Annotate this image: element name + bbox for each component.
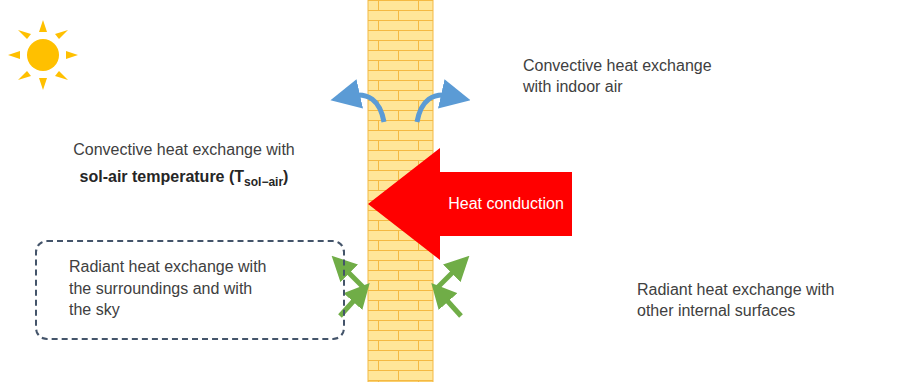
arrow-label: Heat conduction (447, 191, 565, 217)
dashed-box: Radiant heat exchange with the surroundi… (35, 240, 345, 340)
text-line: sol-air temperature (Tsol−air) (24, 163, 344, 190)
label-text-bold: ) (283, 168, 288, 185)
convection-arrow (417, 95, 451, 122)
radiation-arrow (443, 296, 461, 316)
indoor-convection-label: Convective heat exchange with indoor air (523, 56, 713, 98)
text-holder: Heat conduction (440, 172, 572, 236)
label-text: Convective heat exchange with (73, 141, 294, 158)
text-line: Convective heat exchange with (24, 136, 344, 163)
box-text: Radiant heat exchange with the surroundi… (69, 256, 269, 321)
radiation-arrow (437, 268, 457, 288)
sol-air-text: Convective heat exchange with sol-air tem… (24, 136, 344, 190)
internal-radiation-label: Radiant heat exchange with other interna… (637, 280, 867, 322)
subscript-text: sol−air (244, 175, 283, 189)
convection-arrow (350, 95, 384, 122)
label-text-bold: sol-air temperature (T (80, 168, 244, 185)
sun-icon (8, 20, 78, 90)
arrow-fill (368, 148, 572, 260)
block-arrow: Heat conduction (368, 148, 572, 260)
radiation-arrow (344, 268, 364, 288)
radiation-arrow (340, 296, 358, 316)
